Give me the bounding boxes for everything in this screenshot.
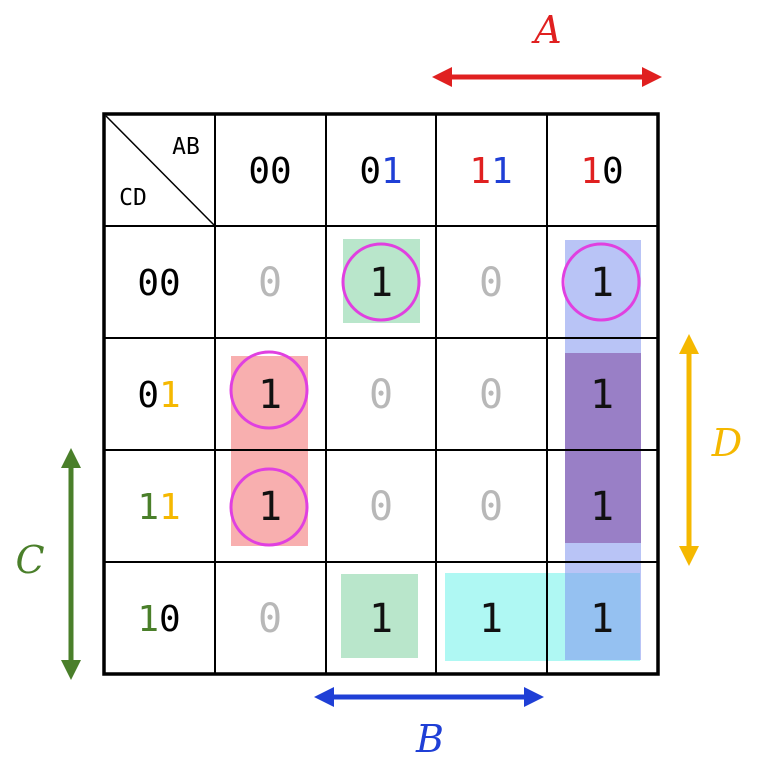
group-purple [565, 353, 641, 543]
row-header-10: 10 [137, 599, 180, 640]
col-header-01: 01 [359, 151, 402, 192]
arrow-a [432, 67, 662, 87]
circle-r0-c3 [561, 242, 641, 322]
circle-r0-c1 [341, 242, 421, 322]
label-c: C [15, 538, 44, 582]
col-header-00: 00 [248, 151, 291, 192]
row-header-01: 01 [137, 375, 180, 416]
label-b: B [415, 717, 444, 761]
variable-arrows: A B C D [15, 8, 742, 761]
cell-r1-c2: 0 [479, 372, 503, 418]
column-headers: 00 01 11 10 [248, 151, 623, 192]
cell-r0-c2: 0 [479, 260, 503, 306]
cell-r0-c3: 1 [590, 260, 614, 306]
cell-r0-c0: 0 [258, 260, 282, 306]
corner-label-ab: AB [172, 134, 200, 160]
group-green-10 [341, 574, 418, 658]
cell-r2-c3: 1 [590, 484, 614, 530]
cell-r2-c1: 0 [369, 484, 393, 530]
cell-r1-c3: 1 [590, 372, 614, 418]
label-a: A [531, 8, 561, 52]
arrow-b [314, 687, 544, 707]
cell-r3-c2: 1 [479, 596, 503, 642]
corner-diagonal [105, 115, 216, 227]
row-headers: 00 01 11 10 [137, 263, 180, 640]
cell-r2-c2: 0 [479, 484, 503, 530]
arrow-c [61, 448, 81, 680]
cell-r2-c0: 1 [258, 484, 282, 530]
cell-r0-c1: 1 [369, 260, 393, 306]
cell-r3-c3: 1 [590, 596, 614, 642]
corner-label-cd: CD [119, 185, 147, 211]
arrow-d [679, 334, 699, 566]
cell-r3-c0: 0 [258, 596, 282, 642]
highlight-circles [229, 242, 641, 547]
label-d: D [711, 421, 742, 465]
cell-r3-c1: 1 [369, 596, 393, 642]
circle-r2-c0 [229, 467, 309, 547]
cell-r1-c1: 0 [369, 372, 393, 418]
grid-outer-border [102, 112, 660, 676]
col-header-11: 11 [469, 151, 512, 192]
cell-r1-c0: 1 [258, 372, 282, 418]
map-grid [102, 112, 660, 676]
col-header-10: 10 [580, 151, 623, 192]
row-header-11: 11 [137, 487, 180, 528]
cell-values: 0 1 0 1 1 0 0 1 1 0 0 1 0 1 1 1 [258, 260, 614, 642]
circle-r1-c0 [229, 350, 309, 430]
row-header-00: 00 [137, 263, 180, 304]
